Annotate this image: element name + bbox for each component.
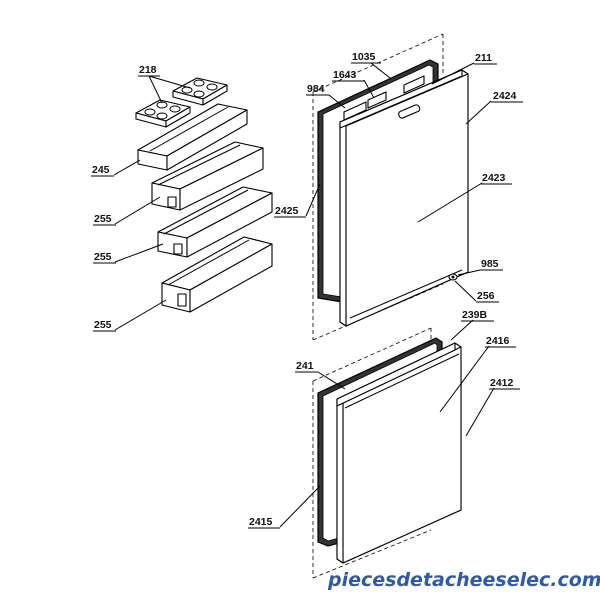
door-bin-3: [161, 236, 273, 313]
upper-door-top-caps: [343, 75, 425, 121]
egg-tray-right: [172, 77, 228, 106]
label-255-middle: 255: [94, 251, 112, 263]
leader-lines: [113, 62, 495, 528]
label-239b: 239B: [462, 309, 488, 321]
label-256: 256: [477, 290, 495, 302]
label-1035: 1035: [352, 51, 376, 63]
watermark-text: piecesdetacheeselec.com: [327, 569, 600, 591]
label-211: 211: [475, 52, 492, 64]
hinge-part-985: [448, 273, 458, 281]
label-255-bottom: 255: [94, 319, 112, 331]
label-245: 245: [92, 164, 110, 176]
label-1643: 1643: [333, 69, 357, 81]
label-2412: 2412: [490, 377, 514, 389]
lower-door-panel[interactable]: [336, 342, 462, 564]
lower-door-axis-lines: [312, 327, 432, 579]
label-255-top: 255: [94, 213, 112, 225]
upper-door-panel[interactable]: [339, 69, 469, 327]
door-bin-1: [151, 141, 264, 211]
label-2424: 2424: [493, 90, 517, 102]
label-2425: 2425: [275, 205, 299, 217]
part-labels: 218 245 255 255 255 1035 1643 984 211 24…: [91, 51, 523, 529]
label-984: 984: [307, 83, 325, 95]
label-2423: 2423: [482, 172, 506, 184]
label-218: 218: [139, 64, 157, 76]
label-241: 241: [296, 360, 314, 372]
label-985: 985: [481, 258, 499, 270]
label-2415: 2415: [249, 516, 273, 528]
label-2416: 2416: [486, 335, 510, 347]
egg-tray-left: [135, 99, 191, 128]
dairy-shelf: [137, 103, 248, 171]
door-bin-2: [157, 186, 273, 258]
